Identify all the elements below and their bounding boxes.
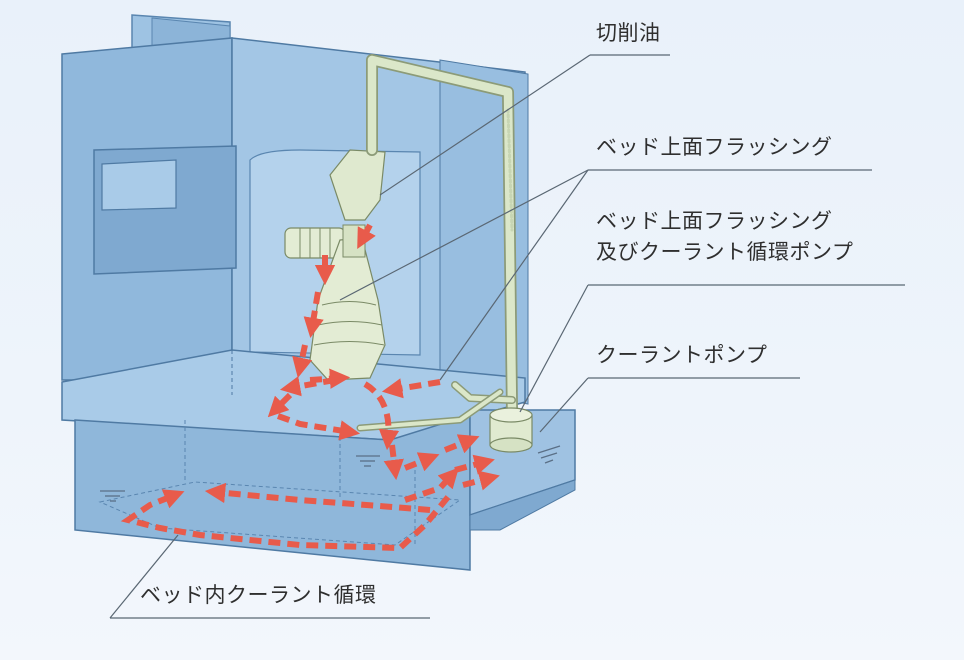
- coolant-flow-arrows: [120, 223, 500, 552]
- label-bed-coolant-circulation: ベッド内クーラント循環: [140, 583, 377, 607]
- coolant-piping: [356, 54, 518, 432]
- label-coolant-pump: クーラントポンプ: [596, 343, 768, 367]
- coolant-pump: [489, 407, 533, 453]
- label-cutting-oil: 切削油: [596, 21, 661, 45]
- label-bed-top-flushing-pump-line2: 及びクーラント循環ポンプ: [596, 240, 854, 264]
- leader-lines: [109, 54, 905, 619]
- label-bed-top-flushing-pump-line1: ベッド上面フラッシング: [596, 209, 833, 233]
- label-bed-top-flushing: ベッド上面フラッシング: [596, 135, 833, 159]
